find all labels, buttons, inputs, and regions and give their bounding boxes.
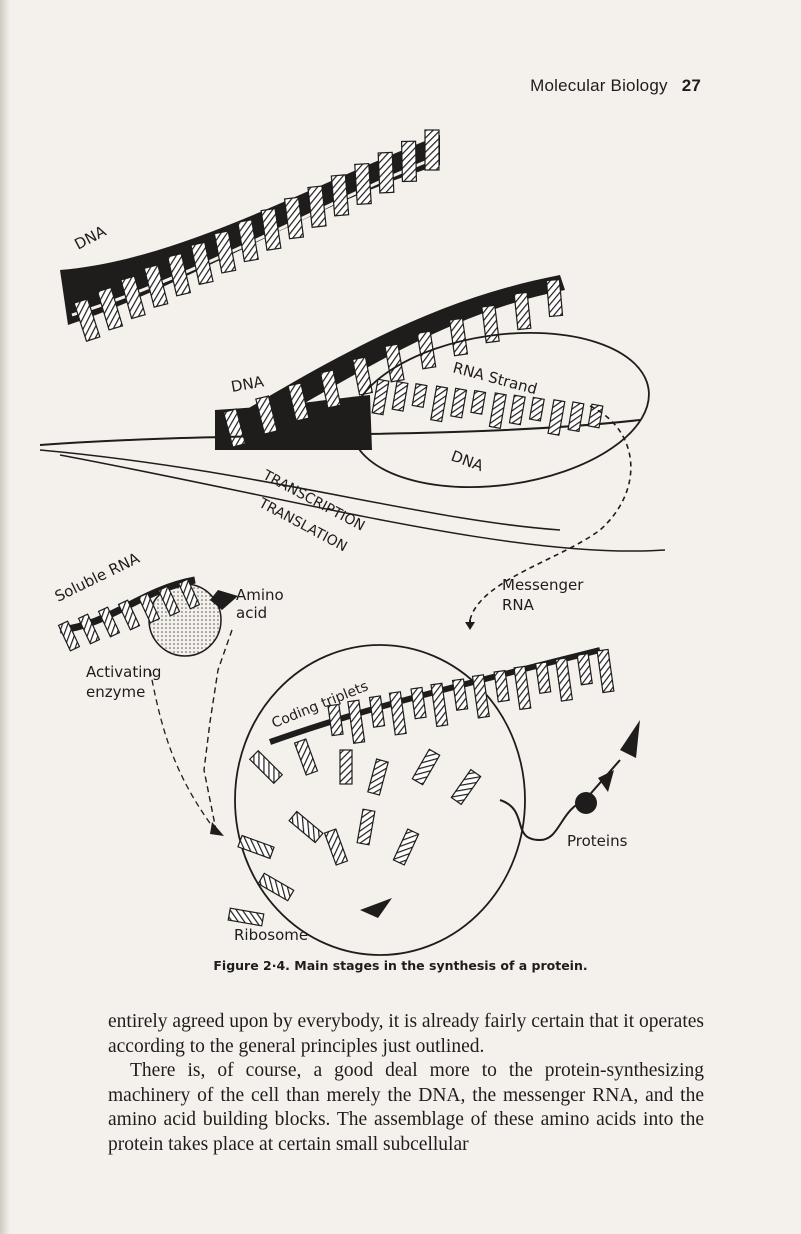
ribosome	[234, 644, 526, 956]
rna-strand	[371, 378, 604, 436]
transfer-rna-chains	[227, 738, 482, 927]
section-title: Molecular Biology	[530, 76, 668, 95]
dna-helix-top	[60, 129, 440, 342]
label-amino-2: acid	[236, 604, 267, 622]
label-soluble-rna: Soluble RNA	[52, 549, 143, 606]
messenger-rna-strand	[327, 648, 615, 745]
label-dna-top: DNA	[71, 222, 109, 254]
activating-enzyme	[57, 576, 238, 657]
label-messenger-1: Messenger	[502, 576, 584, 594]
label-activating-2: enzyme	[86, 683, 145, 701]
running-head: Molecular Biology 27	[530, 76, 701, 96]
paragraph-1: entirely agreed upon by everybody, it is…	[108, 1011, 704, 1057]
label-activating-1: Activating	[86, 663, 161, 681]
body-text: entirely agreed upon by everybody, it is…	[108, 1010, 704, 1157]
label-proteins: Proteins	[567, 832, 628, 850]
label-amino-1: Amino	[236, 586, 284, 604]
label-ribosome: Ribosome	[234, 926, 308, 944]
figure-caption: Figure 2·4. Main stages in the synthesis…	[213, 958, 588, 973]
paragraph-2: There is, of course, a good deal more to…	[108, 1060, 704, 1155]
label-messenger-2: RNA	[502, 596, 535, 614]
label-dna-middle: DNA	[230, 372, 266, 396]
page-number: 27	[681, 76, 701, 95]
label-dna-inner: DNA	[449, 447, 487, 475]
page-fold-shadow	[0, 0, 10, 1234]
protein-synthesis-figure: DNA DNA RNA Strand DNA TRANSCRIPTION TRA…	[0, 110, 801, 990]
rna-transcription-oval	[350, 331, 650, 489]
protein-chain	[499, 759, 621, 842]
figure-illustration: DNA DNA RNA Strand DNA TRANSCRIPTION TRA…	[39, 129, 666, 956]
